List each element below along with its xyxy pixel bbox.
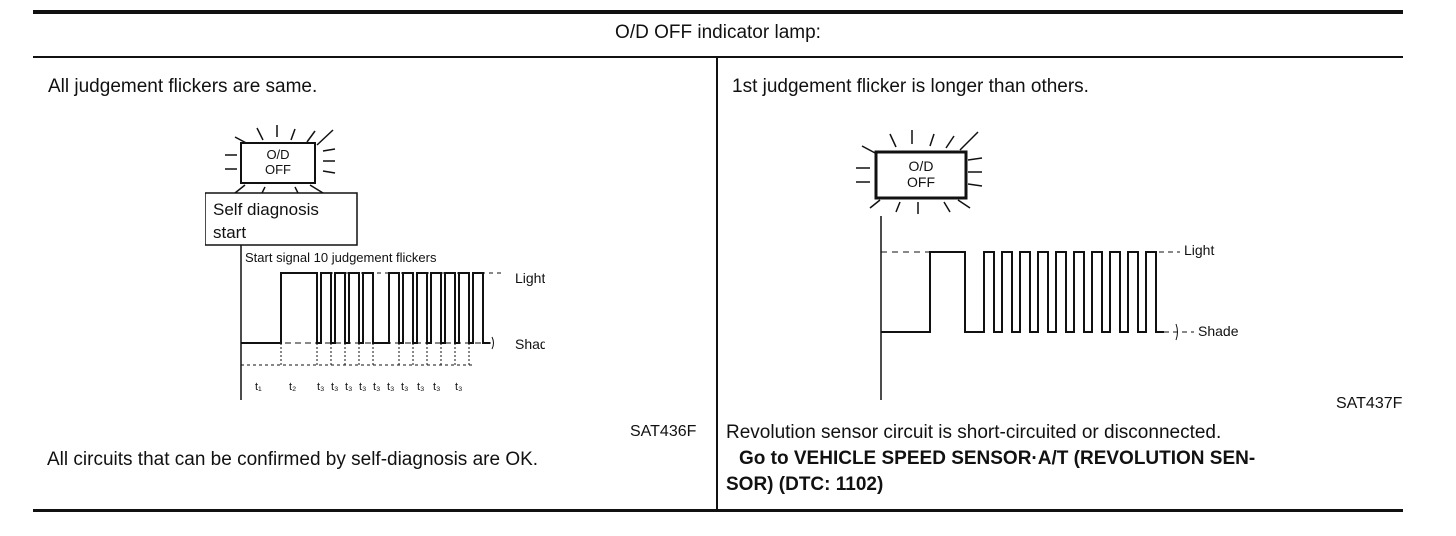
t-label: t₃ — [433, 381, 441, 393]
t-label: t₃ — [359, 381, 367, 393]
callout-line2: start — [213, 223, 246, 242]
t-label: t₃ — [417, 381, 425, 393]
left-result-text: All circuits that can be confirmed by se… — [47, 449, 539, 470]
right-diagram: O/D OFF Light Shade — [856, 130, 1239, 400]
table-header: O/D OFF indicator lamp: — [615, 22, 821, 43]
bottom-rule — [33, 509, 1403, 512]
lamp-text-off-left: OFF — [265, 162, 291, 177]
lamp-text-off-right: OFF — [907, 174, 935, 190]
lamp-rays-right — [856, 130, 983, 214]
right-waveform — [881, 251, 1164, 333]
lamp-box-right — [874, 150, 968, 200]
t-label: t₃ — [373, 381, 381, 393]
left-cell-title: All judgement flickers are same. — [48, 76, 318, 97]
t-label: t₃ — [345, 381, 353, 393]
lamp-text-od-left: O/D — [266, 147, 289, 162]
right-action-line2: SOR) (DTC: 1102) — [726, 474, 884, 495]
callout-box — [205, 192, 358, 246]
t-label: t₂ — [289, 381, 296, 393]
column-divider — [716, 57, 718, 510]
t-label: t₁ — [255, 381, 262, 393]
lamp-text-od-right: O/D — [909, 158, 934, 174]
left-t-labels: t₁ t₂ t₃ t₃ t₃ t₃ t₃ t₃ t₃ t₃ t₃ t₃ — [255, 381, 463, 393]
left-diagram: O/D OFF Self diagnosis start Start signa… — [205, 125, 545, 400]
callout-line1: Self diagnosis — [213, 200, 319, 219]
left-shade-label: Shade — [515, 336, 545, 352]
left-waveform — [241, 272, 490, 344]
right-light-label: Light — [1184, 242, 1214, 258]
t-label: t₃ — [317, 381, 325, 393]
lamp-box-left — [240, 142, 316, 184]
left-figure-id: SAT436F — [630, 423, 697, 440]
right-action-line1: Go to VEHICLE SPEED SENSOR·A/T (REVOLUTI… — [739, 448, 1256, 469]
header-rule — [33, 56, 1403, 58]
t-label: t₃ — [455, 381, 463, 393]
left-light-label: Light — [515, 270, 545, 286]
signal-label: Start signal 10 judgement flickers — [245, 250, 437, 265]
t-label: t₃ — [331, 381, 339, 393]
t-label: t₃ — [401, 381, 409, 393]
right-cell-title: 1st judgement flicker is longer than oth… — [732, 76, 1089, 97]
t-label: t₃ — [387, 381, 395, 393]
right-shade-label: Shade — [1198, 323, 1239, 339]
right-result-text: Revolution sensor circuit is short-circu… — [726, 422, 1222, 443]
right-figure-id: SAT437F — [1336, 395, 1403, 412]
top-rule — [33, 10, 1403, 14]
